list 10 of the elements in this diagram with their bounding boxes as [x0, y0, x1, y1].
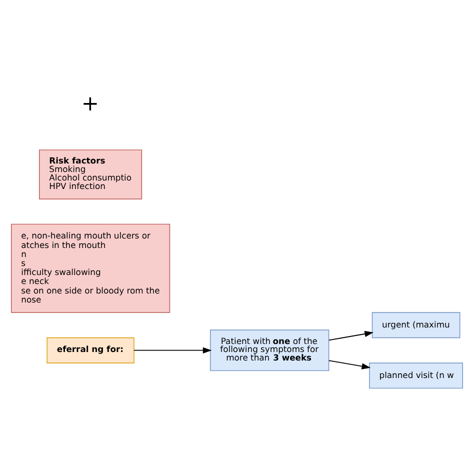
node-box: Patient with one of the following symptoms for more than 3 weeks — [210, 330, 330, 372]
node-box: planned visit (n w — [369, 362, 463, 389]
node-box: e, non-healing mouth ulcers or atches in the mouth n s ifficulty swallowing e neck se on one side or bloody rom the nose — [11, 224, 170, 313]
arrow — [328, 330, 374, 341]
node-box: eferral ng for: — [46, 337, 134, 364]
label: + — [81, 90, 100, 116]
node-box: Risk factors Smoking Alcohol consumptio HPV infection — [39, 150, 142, 200]
arrow — [328, 360, 371, 370]
node-box: urgent (maximu — [372, 312, 460, 338]
arrow — [134, 347, 212, 354]
